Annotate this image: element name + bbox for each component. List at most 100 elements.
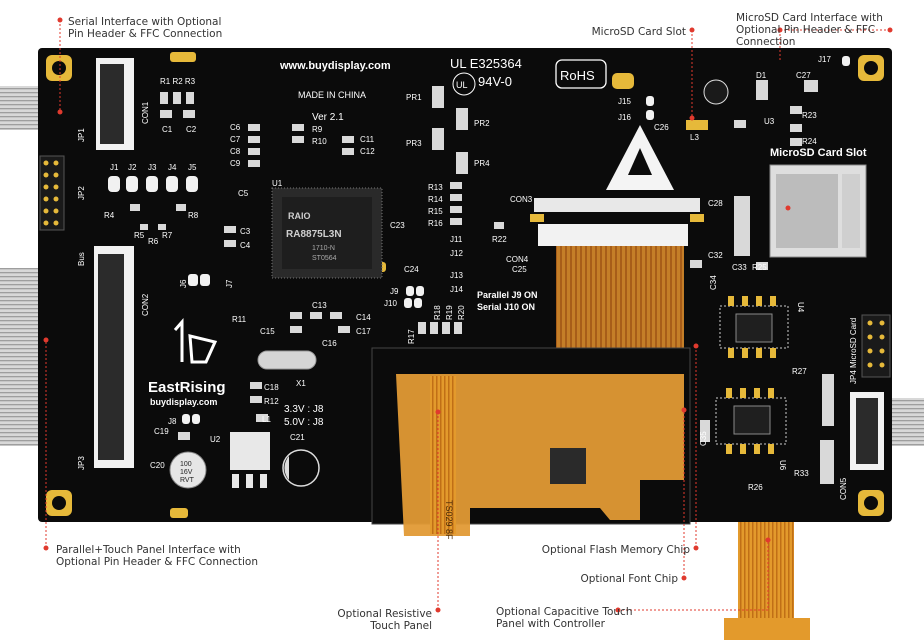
svg-text:JP3: JP3 [77, 456, 86, 470]
svg-text:C18: C18 [264, 383, 279, 392]
svg-text:R23: R23 [802, 111, 817, 120]
svg-text:C15: C15 [260, 327, 275, 336]
svg-text:C17: C17 [356, 327, 371, 336]
svg-text:J17: J17 [818, 55, 831, 64]
svg-text:J3: J3 [148, 163, 157, 172]
svg-text:J16: J16 [618, 113, 631, 122]
callout-serial-interface: Serial Interface with Optional Pin Heade… [68, 16, 223, 40]
svg-text:R24: R24 [802, 137, 817, 146]
bus-silk: Bus [77, 252, 86, 266]
svg-text:CON4: CON4 [506, 255, 529, 264]
voltage-note-50: 5.0V : J8 [284, 417, 324, 428]
header-jp4 [861, 314, 891, 378]
svg-text:C2: C2 [186, 125, 197, 134]
ul-mark: UL [452, 72, 476, 96]
jp4-silk: JP4 MicroSD Card [849, 318, 858, 384]
svg-text:16V: 16V [180, 469, 193, 476]
svg-text:R10: R10 [312, 137, 327, 146]
callout-font-chip: Optional Font Chip [580, 573, 679, 585]
svg-text:U1: U1 [272, 179, 283, 188]
brand-name: EastRising [148, 379, 226, 396]
svg-text:R19: R19 [445, 305, 454, 320]
callout-microsd-slot: MicroSD Card Slot [591, 26, 686, 38]
svg-text:R12: R12 [264, 397, 279, 406]
svg-text:C26: C26 [654, 123, 669, 132]
svg-text:C3: C3 [240, 227, 251, 236]
svg-text:C14: C14 [356, 313, 371, 322]
capacitor-c26 [686, 120, 708, 130]
capacitor-c20: 100 16V RVT [169, 451, 207, 489]
voltage-note-33: 3.3V : J8 [284, 404, 324, 415]
svg-text:J6: J6 [179, 279, 188, 288]
svg-text:C27: C27 [796, 71, 811, 80]
svg-text:C33: C33 [732, 263, 747, 272]
svg-text:R14: R14 [428, 195, 443, 204]
svg-text:PR4: PR4 [474, 159, 490, 168]
svg-text:100: 100 [180, 461, 192, 468]
svg-text:RoHS: RoHS [560, 68, 595, 83]
svg-text:J9: J9 [390, 287, 399, 296]
crystal-x1 [257, 350, 317, 370]
lcd-flex-cable [556, 246, 684, 348]
svg-text:JP2: JP2 [77, 186, 86, 200]
svg-text:C34: C34 [709, 275, 718, 290]
callout-parallel-interface: Parallel+Touch Panel Interface with Opti… [56, 544, 258, 568]
svg-text:R7: R7 [162, 231, 173, 240]
board-url: www.buydisplay.com [279, 60, 391, 72]
svg-text:J15: J15 [618, 97, 631, 106]
svg-text:C1: C1 [162, 125, 173, 134]
svg-text:U4: U4 [796, 302, 805, 313]
svg-text:J11: J11 [450, 235, 463, 244]
fpc-code: TS029 8F [444, 500, 454, 540]
callout-flash-memory: Optional Flash Memory Chip [541, 544, 690, 556]
flammability-rating: 94V-0 [478, 74, 512, 89]
capacitor-c21 [282, 449, 320, 487]
svg-text:C5: C5 [238, 189, 249, 198]
svg-text:J7: J7 [225, 279, 234, 288]
ul-cert: UL E325364 [450, 56, 522, 71]
svg-text:CON5: CON5 [839, 477, 848, 500]
callout-capacitive-touch: Optional Capacitive Touch Panel with Con… [496, 606, 633, 630]
svg-text:C13: C13 [312, 301, 327, 310]
flash-chip-u6 [715, 388, 787, 454]
svg-text:CON3: CON3 [510, 195, 533, 204]
connector-con3 [530, 198, 704, 246]
svg-text:R26: R26 [748, 483, 763, 492]
inductor-l3 [703, 79, 729, 105]
svg-text:R33: R33 [794, 469, 809, 478]
parallel-note: Parallel J9 ON [477, 290, 538, 300]
esd-warning-logo [606, 125, 674, 190]
svg-text:C28: C28 [708, 199, 723, 208]
svg-text:U6: U6 [778, 460, 787, 471]
header-jp2 [39, 155, 65, 231]
svg-text:R25: R25 [752, 263, 767, 272]
chip-brand: RAIO [288, 211, 311, 221]
controller-chip-ra8875: RAIO RA8875L3N 1710-N ST0564 [271, 187, 383, 279]
svg-text:C16: C16 [322, 339, 337, 348]
board-version: Ver 2.1 [312, 112, 344, 123]
font-chip-u4 [719, 296, 789, 358]
svg-text:U2: U2 [210, 435, 221, 444]
svg-text:J2: J2 [128, 163, 137, 172]
chip-model: RA8875L3N [286, 229, 342, 240]
svg-text:X1: X1 [296, 379, 306, 388]
callout-microsd-interface: MicroSD Card Interface with Optional Pin… [736, 12, 883, 48]
svg-text:C9: C9 [230, 159, 241, 168]
serial-note: Serial J10 ON [477, 302, 535, 312]
svg-text:R16: R16 [428, 219, 443, 228]
connector-con1 [96, 58, 134, 150]
callout-lines [45, 20, 781, 611]
svg-text:UL: UL [456, 80, 468, 90]
svg-text:L1: L1 [262, 415, 271, 424]
chip-code-2: ST0564 [312, 255, 337, 262]
svg-text:C7: C7 [230, 135, 241, 144]
svg-text:R18: R18 [433, 305, 442, 320]
svg-text:R17: R17 [407, 329, 416, 344]
svg-text:CON2: CON2 [141, 293, 150, 316]
svg-text:R20: R20 [457, 305, 466, 320]
eastrising-logo [173, 318, 218, 364]
svg-text:J8: J8 [168, 417, 177, 426]
svg-text:C23: C23 [390, 221, 405, 230]
